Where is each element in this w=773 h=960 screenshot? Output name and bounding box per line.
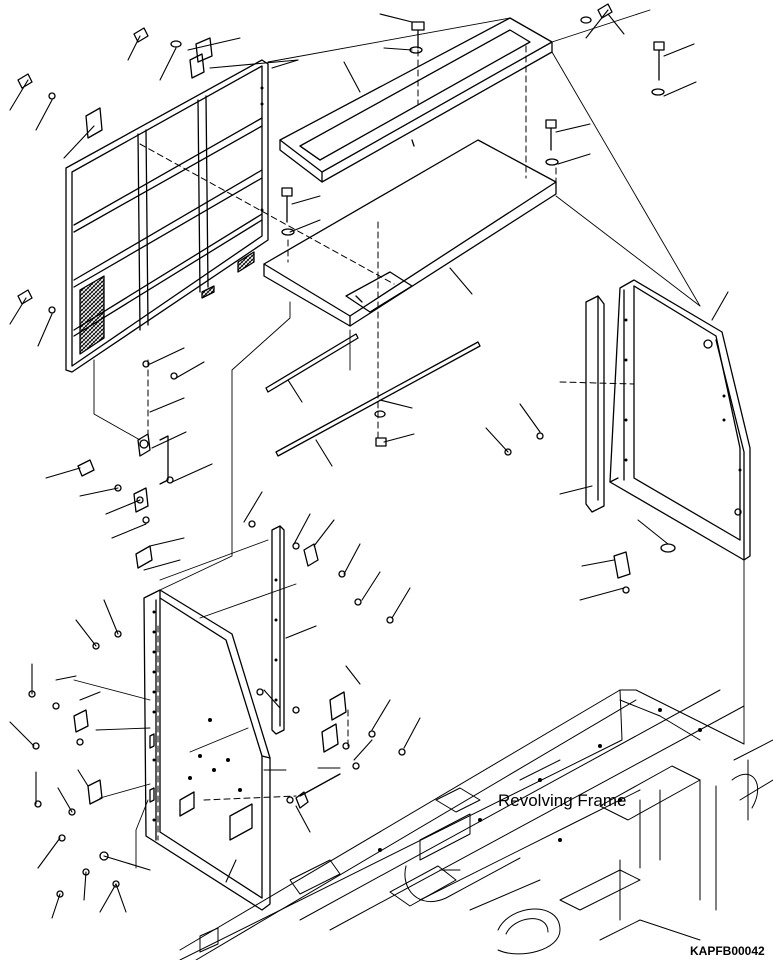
- side-panel-left: [143, 589, 271, 911]
- hinge-top: [189, 37, 213, 79]
- rod-lower: [275, 341, 481, 457]
- leader-lines: [9, 9, 729, 919]
- angle-right: [585, 295, 605, 513]
- fasteners: [17, 3, 676, 898]
- revolving-frame-label: Revolving Frame: [498, 791, 627, 810]
- revolving-frame: [179, 689, 773, 960]
- angle-center: [271, 525, 285, 735]
- rivet-dots: [152, 86, 742, 852]
- assembly-lines: [139, 45, 635, 841]
- bracket-set-left: [73, 433, 347, 805]
- grille-panel: [65, 59, 269, 373]
- side-panel-right: [609, 279, 751, 561]
- assembly-solid-lines: [73, 9, 745, 869]
- rod-upper: [265, 333, 359, 393]
- grille-mesh: [79, 275, 105, 355]
- cover-plate: [263, 139, 557, 327]
- drawing-code-label: KAPFB00042: [690, 944, 765, 958]
- hinge-left: [85, 107, 103, 139]
